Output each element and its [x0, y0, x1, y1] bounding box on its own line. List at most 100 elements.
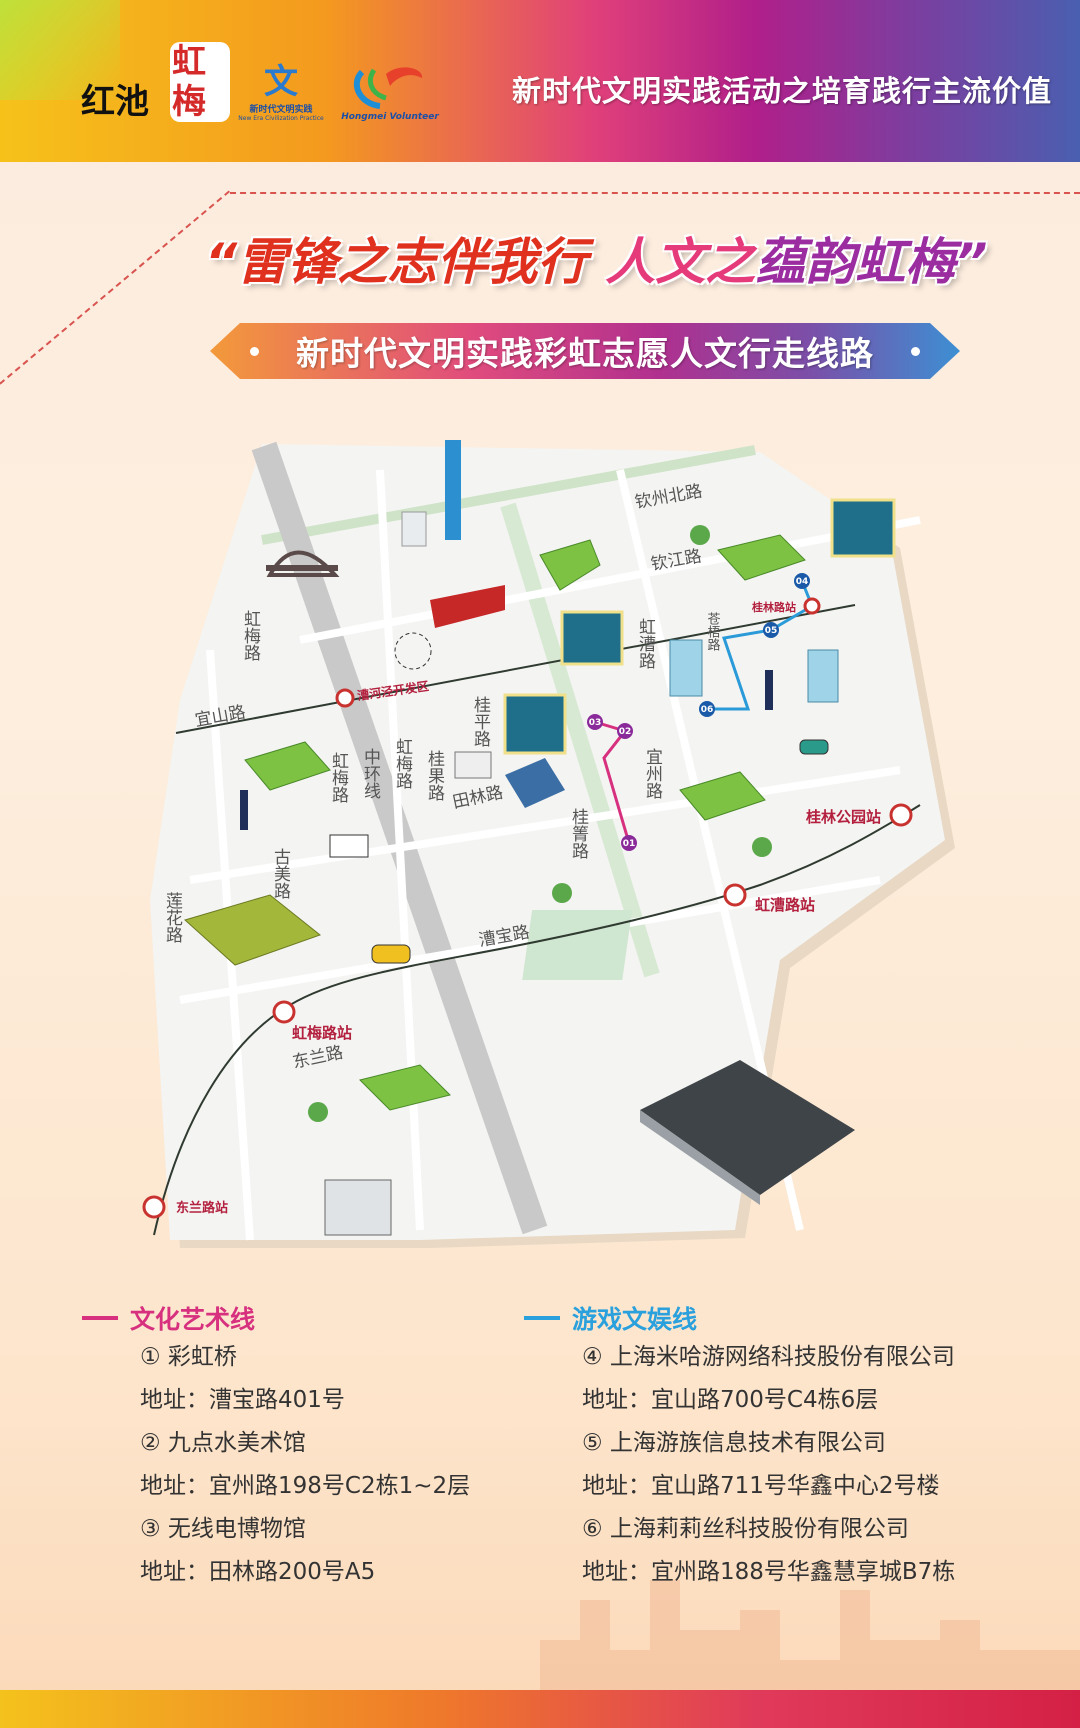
hongmei-volunteer-logo: Hongmei Volunteer: [340, 56, 440, 122]
l-shaped-building-icon: [830, 498, 896, 558]
road-label: 莲花路: [162, 892, 183, 943]
theater-building-icon: [430, 585, 505, 628]
volunteer-heart-icon: [353, 67, 423, 109]
tower-building-icon: [445, 440, 461, 540]
tree-icon: [308, 1102, 328, 1122]
garden-icon: [717, 534, 806, 581]
panorama-360-icon: [329, 834, 369, 858]
legend-item-name: ① 彩虹桥: [140, 1344, 237, 1370]
legend-item-name: ⑥ 上海莉莉丝科技股份有限公司: [582, 1516, 909, 1542]
marker-05[interactable]: [763, 622, 779, 638]
legend-title: 游戏文娱线: [572, 1305, 698, 1334]
green-belt-road: [500, 502, 660, 978]
park-area: [522, 910, 633, 980]
vr-headset-icon: [799, 739, 829, 755]
svg-text:04: 04: [796, 577, 809, 587]
park-strip: [261, 445, 756, 545]
svg-text:05: 05: [765, 626, 778, 636]
station-label: 桂林公园站: [805, 808, 881, 826]
hongmei-logo: 虹梅: [170, 42, 230, 122]
metro-icon: [272, 1000, 296, 1024]
bullet-dot: [911, 347, 920, 356]
dashed-divider: [230, 192, 1080, 194]
legend-item-address: 地址：漕宝路401号: [140, 1387, 345, 1413]
road-label: 虹梅路: [328, 752, 349, 803]
office-building-icon: [401, 511, 427, 547]
station-label: 虹漕路站: [755, 896, 815, 914]
road-label: 虹梅路: [240, 610, 261, 661]
metro-line-9: [175, 604, 856, 734]
marker-01[interactable]: [621, 835, 637, 851]
hotel-tower-icon: [807, 649, 839, 703]
legend-item-address: 地址：宜州路188号华鑫慧享城B7栋: [582, 1559, 956, 1585]
marker-06[interactable]: [699, 701, 715, 717]
businessman-figure-icon: [765, 670, 773, 710]
road-label: 古美路: [270, 848, 291, 899]
new-era-civilization-logo: 文 新时代文明实践 New Era Civilization Practice: [238, 62, 324, 122]
legend-culture-line: 文化艺术线 ① 彩虹桥 地址：漕宝路401号 ② 九点水美术馆 地址：宜州路19…: [82, 1300, 470, 1594]
svg-text:01: 01: [623, 839, 636, 849]
legend-item-address: 地址：宜山路711号华鑫中心2号楼: [582, 1473, 940, 1499]
router-side: [640, 1110, 760, 1205]
marker-04[interactable]: [794, 573, 810, 589]
router-device-icon: [640, 1060, 855, 1195]
road-label: 虹漕路: [635, 618, 656, 669]
metro-line-12: [153, 804, 921, 1236]
header-title: 新时代文明实践活动之培育践行主流价值: [512, 74, 1053, 108]
tree-icon: [690, 525, 710, 545]
garden-icon: [244, 741, 331, 791]
legend-item-name: ② 九点水美术馆: [140, 1430, 306, 1456]
station-label: 虹梅路站: [292, 1024, 352, 1042]
marker-02[interactable]: [617, 723, 633, 739]
road-label: 苍梧路: [705, 612, 721, 651]
museum-building-icon: [505, 758, 565, 808]
bridge-deck: [266, 565, 338, 571]
metro-icon: [803, 597, 821, 615]
legend-item-address: 地址：田林路200号A5: [140, 1559, 376, 1585]
game-line-swatch: [524, 1316, 560, 1320]
vr-headset-icon: [371, 944, 411, 964]
road-label: 桂平路: [470, 696, 491, 747]
svg-text:03: 03: [589, 718, 602, 728]
tree-icon: [552, 883, 572, 903]
l-shaped-building-icon: [503, 693, 567, 755]
businessman-figure-icon: [240, 790, 248, 830]
metro-icon: [723, 883, 747, 907]
legend-title: 文化艺术线: [130, 1305, 256, 1334]
route-title-banner: 新时代文明实践彩虹志愿人文行走线路: [210, 323, 960, 379]
radio-museum-icon: [324, 1179, 392, 1236]
power-plant-icon: [184, 894, 322, 966]
legend-item-name: ④ 上海米哈游网络科技股份有限公司: [582, 1344, 955, 1370]
road-label: 中环线: [360, 748, 381, 799]
garden-icon: [679, 771, 766, 821]
legend-item-name: ⑤ 上海游族信息技术有限公司: [582, 1430, 886, 1456]
metro-icon: [889, 803, 913, 827]
hongchi-logo: 红池: [81, 82, 149, 122]
road-label: 虹梅路: [392, 738, 413, 789]
tree-icon: [752, 837, 772, 857]
legend-item-address: 地址：宜山路700号C4栋6层: [582, 1387, 879, 1413]
map-landmarks: [184, 440, 896, 1236]
legend-item-address: 地址：宜州路198号C2栋1~2层: [140, 1473, 471, 1499]
station-label: 东兰路站: [176, 1200, 228, 1216]
legend-game-line: 游戏文娱线 ④ 上海米哈游网络科技股份有限公司 地址：宜山路700号C4栋6层 …: [524, 1300, 955, 1594]
svg-text:02: 02: [619, 727, 632, 737]
metro-icon: [335, 688, 355, 708]
statue-park-icon: [539, 539, 601, 591]
header-banner: 红池 虹梅 文 新时代文明实践 New Era Civilization Pra…: [0, 0, 1080, 162]
culture-line-swatch: [82, 1316, 118, 1320]
road-label: 宜州路: [642, 748, 663, 799]
factory-building-icon: [454, 751, 492, 779]
legend-item-name: ③ 无线电博物馆: [140, 1516, 306, 1542]
map-base: [150, 444, 945, 1240]
l-shaped-building-icon: [560, 610, 624, 666]
marker-03[interactable]: [587, 714, 603, 730]
svg-text:06: 06: [701, 705, 714, 715]
statue-park-icon: [359, 1064, 451, 1111]
culture-route-line: [594, 720, 631, 844]
metro-stations: [142, 597, 913, 1219]
atom-icon: [394, 632, 432, 670]
road-label: 桂果路: [424, 750, 445, 801]
metro-icon: [142, 1195, 166, 1219]
